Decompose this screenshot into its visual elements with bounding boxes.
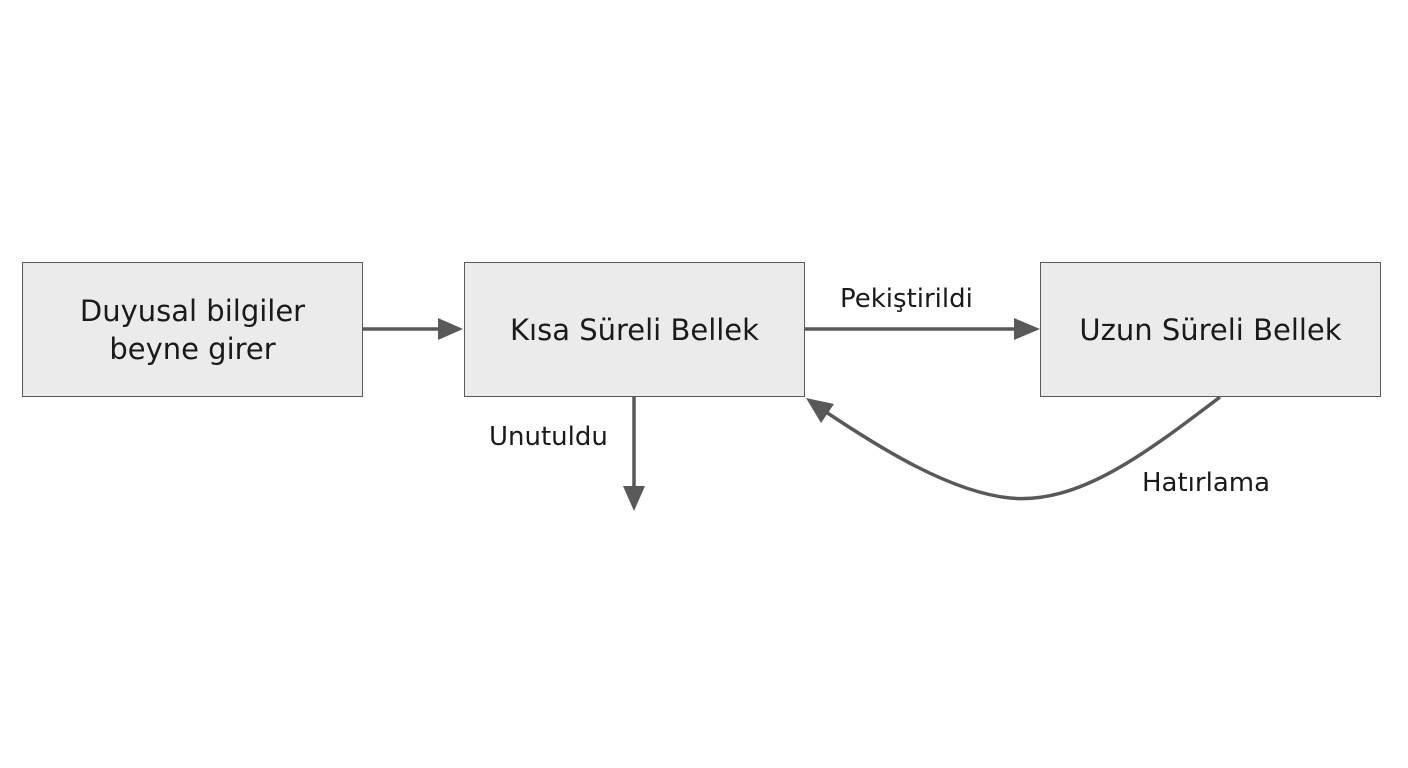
sensory-input-box: Duyusal bilgiler beyne girer (22, 262, 363, 397)
arrow-short-to-long (805, 318, 1040, 340)
forgotten-edge-label: Unutuldu (489, 422, 608, 452)
short-term-memory-box: Kısa Süreli Bellek (464, 262, 805, 397)
consolidated-edge-label: Pekiştirildi (840, 284, 973, 314)
sensory-input-label: Duyusal bilgiler beyne girer (79, 293, 306, 366)
arrow-long-to-short-recall (806, 395, 1222, 501)
long-term-memory-label: Uzun Süreli Bellek (1079, 312, 1342, 347)
long-term-memory-box: Uzun Süreli Bellek (1040, 262, 1381, 397)
arrow-sensory-to-short (363, 318, 463, 340)
recall-edge-label: Hatırlama (1142, 468, 1271, 498)
short-term-memory-label: Kısa Süreli Bellek (510, 312, 759, 347)
arrow-short-forgotten (623, 397, 645, 511)
